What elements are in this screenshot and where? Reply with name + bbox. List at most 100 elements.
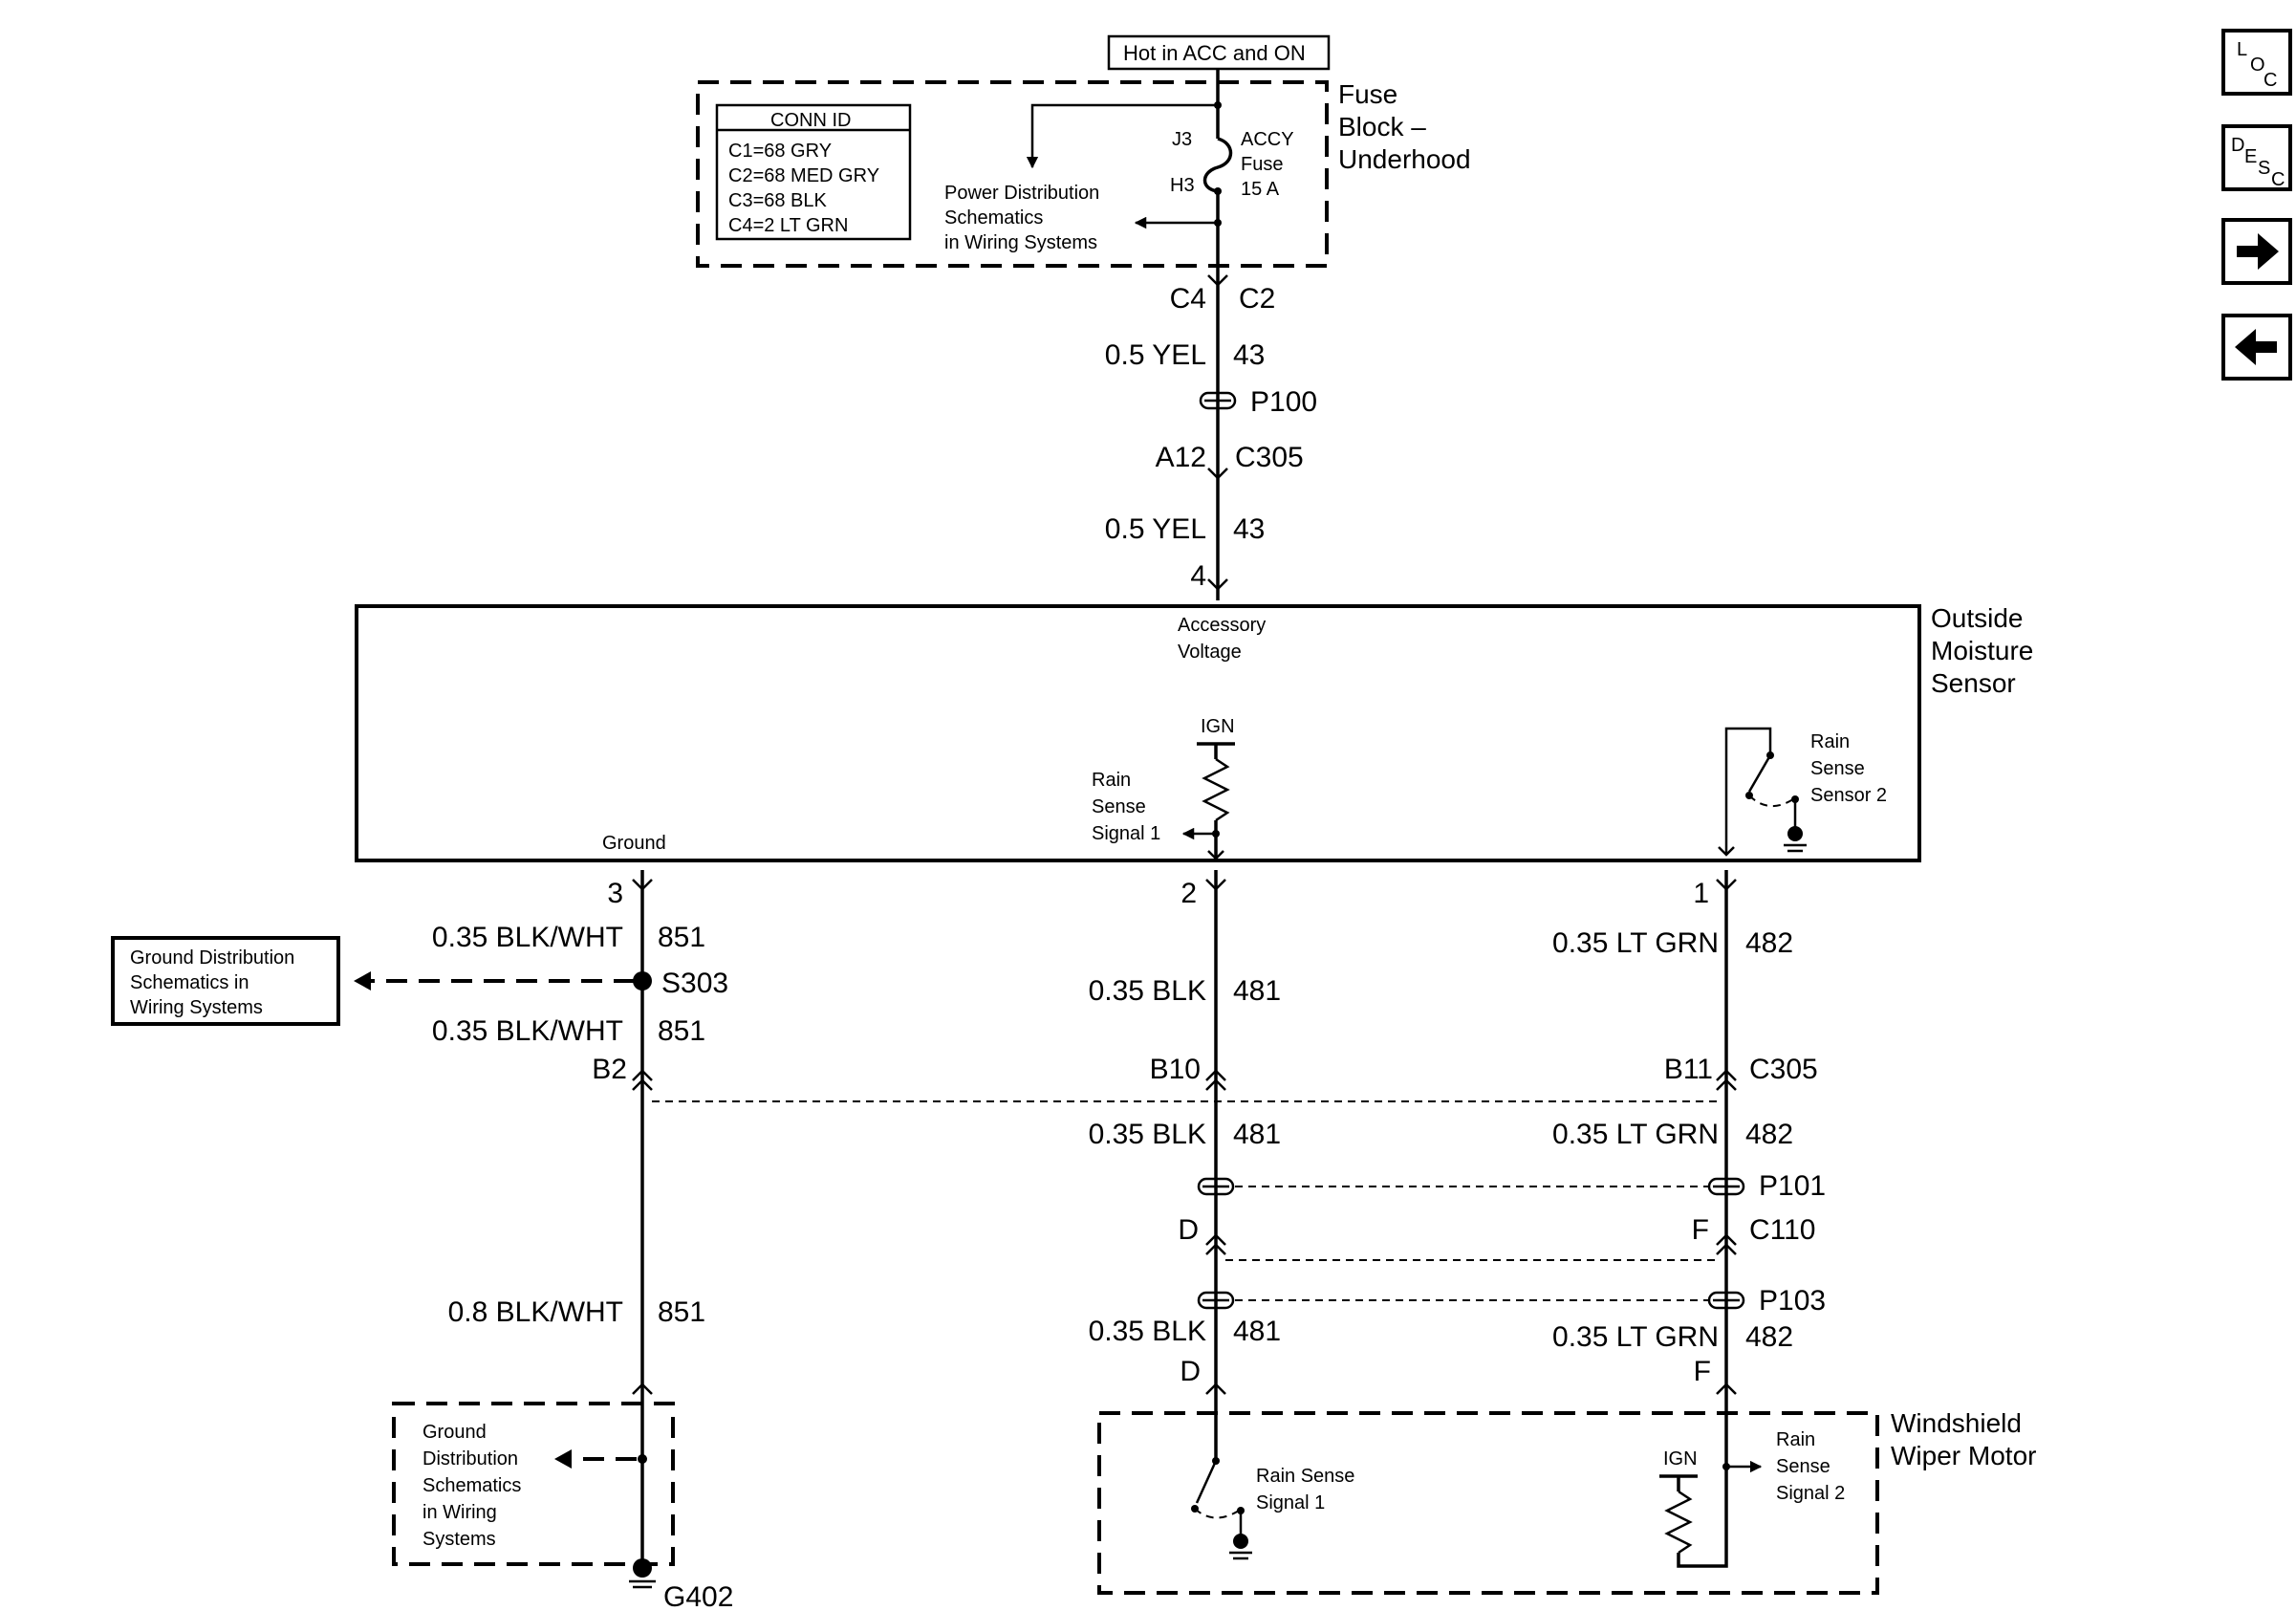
svg-text:Block –: Block – [1338,112,1426,142]
svg-text:Signal 1: Signal 1 [1092,823,1160,844]
svg-text:Underhood: Underhood [1338,144,1471,174]
svg-text:Signal 2: Signal 2 [1776,1483,1845,1504]
p100-passthrough [1199,391,1237,410]
forward-button[interactable] [2221,218,2292,285]
svg-text:15 A: 15 A [1241,179,1280,200]
rain-sense-signal1-label: Rain [1092,770,1131,791]
p100-label: P100 [1250,386,1317,418]
accessory-voltage-label: Accessory [1178,615,1266,636]
svg-text:Systems: Systems [422,1529,496,1550]
svg-text:C: C [2264,70,2277,91]
circuit-number: 851 [658,1296,705,1328]
rain-sense-sensor2-label: Rain [1810,731,1850,752]
svg-text:Distribution: Distribution [422,1448,518,1469]
arrow-left-icon [2235,329,2277,365]
arrow-right-icon [2237,233,2279,270]
b2-label: B2 [592,1054,627,1085]
svg-text:Fuse: Fuse [1338,79,1397,109]
fuse-block-title: Fuse Block – Underhood [1338,79,1471,174]
svg-text:Ground Distribution: Ground Distribution [130,947,294,969]
ground-distribution-ref: Ground Distribution Schematics in Wiring… [111,936,635,1026]
h3-label: H3 [1170,175,1195,196]
wire-gauge-color: 0.5 YEL [1105,339,1206,371]
p103-label: P103 [1759,1285,1826,1317]
svg-text:Sense: Sense [1810,758,1865,779]
signal2-wire [1707,870,1745,1404]
conn-id-row: C2=68 MED GRY [728,165,879,186]
wiper-ign-resistor: IGN [1659,1404,1763,1568]
svg-text:IGN: IGN [1201,716,1235,737]
svg-text:Signal 1: Signal 1 [1256,1492,1325,1513]
svg-text:Moisture: Moisture [1931,636,2033,665]
conn-id-row: C3=68 BLK [728,190,828,211]
moisture-sensor-title: Outside Moisture Sensor [1931,603,2033,698]
svg-text:Schematics: Schematics [422,1475,521,1496]
svg-text:E: E [2244,146,2257,167]
b10-label: B10 [1150,1054,1201,1085]
svg-text:Sensor: Sensor [1931,668,2016,698]
svg-text:Ground: Ground [422,1422,487,1443]
svg-text:Outside: Outside [1931,603,2024,633]
desc-button[interactable]: D E S C [2221,124,2292,191]
svg-text:D: D [2231,135,2244,156]
wire-gauge-color: 0.35 BLK/WHT [432,1015,623,1047]
f-label: F [1692,1214,1709,1246]
conn-id-row: C1=68 GRY [728,141,832,162]
upper-wire: C4 C2 0.5 YEL 43 P100 A12 C305 0.5 YEL 4… [1105,266,1317,600]
wire-gauge-color: 0.35 LT GRN [1552,1321,1719,1353]
svg-text:O: O [2250,54,2265,76]
pin-label: 4 [1190,560,1206,592]
c2-label: C2 [1239,283,1275,315]
svg-text:Schematics in: Schematics in [130,972,249,993]
wiper-signal2-label: Rain [1776,1429,1815,1450]
c4-label: C4 [1170,283,1206,315]
f-label: F [1694,1356,1711,1387]
lower-ground-ref: Ground Distribution Schematics in Wiring… [392,1402,675,1566]
connector-links [652,1100,1717,1301]
svg-text:Fuse: Fuse [1241,154,1283,175]
svg-text:Windshield: Windshield [1891,1408,2022,1438]
circuit-number: 481 [1233,1119,1281,1150]
hot-label: Hot in ACC and ON [1123,41,1306,65]
signal1-wire [1197,870,1235,1404]
circuit-number: 43 [1233,513,1265,545]
circuit-number: 851 [658,1015,705,1047]
back-button[interactable] [2221,314,2292,381]
fuse-label: ACCY [1241,129,1294,150]
pin-label: 2 [1180,878,1197,909]
wire-gauge-color: 0.35 LT GRN [1552,1119,1719,1150]
d-label: D [1178,1214,1199,1246]
svg-text:L: L [2237,39,2247,60]
svg-text:Sense: Sense [1092,796,1146,817]
circuit-number: 482 [1745,927,1793,959]
svg-text:Sensor 2: Sensor 2 [1810,785,1887,806]
ground-label: Ground [602,833,666,854]
rain-sense-sensor2-switch [1718,727,1807,857]
svg-text:IGN: IGN [1663,1448,1698,1469]
svg-text:Voltage: Voltage [1178,642,1242,663]
g402-ground-icon [629,1558,656,1589]
hot-label-box: Hot in ACC and ON [1107,34,1331,71]
a12-label: A12 [1156,442,1206,473]
svg-text:in Wiring: in Wiring [422,1502,497,1523]
wire-gauge-color: 0.35 LT GRN [1552,927,1719,959]
c110-label: C110 [1749,1214,1816,1246]
svg-text:Sense: Sense [1776,1456,1830,1477]
loc-button[interactable]: L O C [2221,29,2292,96]
wire-gauge-color: 0.35 BLK [1089,975,1206,1007]
c305-label: C305 [1749,1054,1818,1085]
svg-text:C: C [2271,169,2285,190]
wire-gauge-color: 0.8 BLK/WHT [448,1296,623,1328]
wiper-signal1-label: Rain Sense [1256,1466,1354,1487]
wiper-signal1-switch [1191,1404,1252,1560]
p101-label: P101 [1759,1170,1826,1202]
c305-label: C305 [1235,442,1304,473]
wire-gauge-color: 0.35 BLK [1089,1119,1206,1150]
ign-resistor: IGN [1181,716,1235,860]
circuit-number: 482 [1745,1321,1793,1353]
d-label: D [1180,1356,1201,1387]
circuit-number: 482 [1745,1119,1793,1150]
wire-gauge-color: 0.35 BLK/WHT [432,922,623,953]
j3-label: J3 [1172,129,1192,150]
